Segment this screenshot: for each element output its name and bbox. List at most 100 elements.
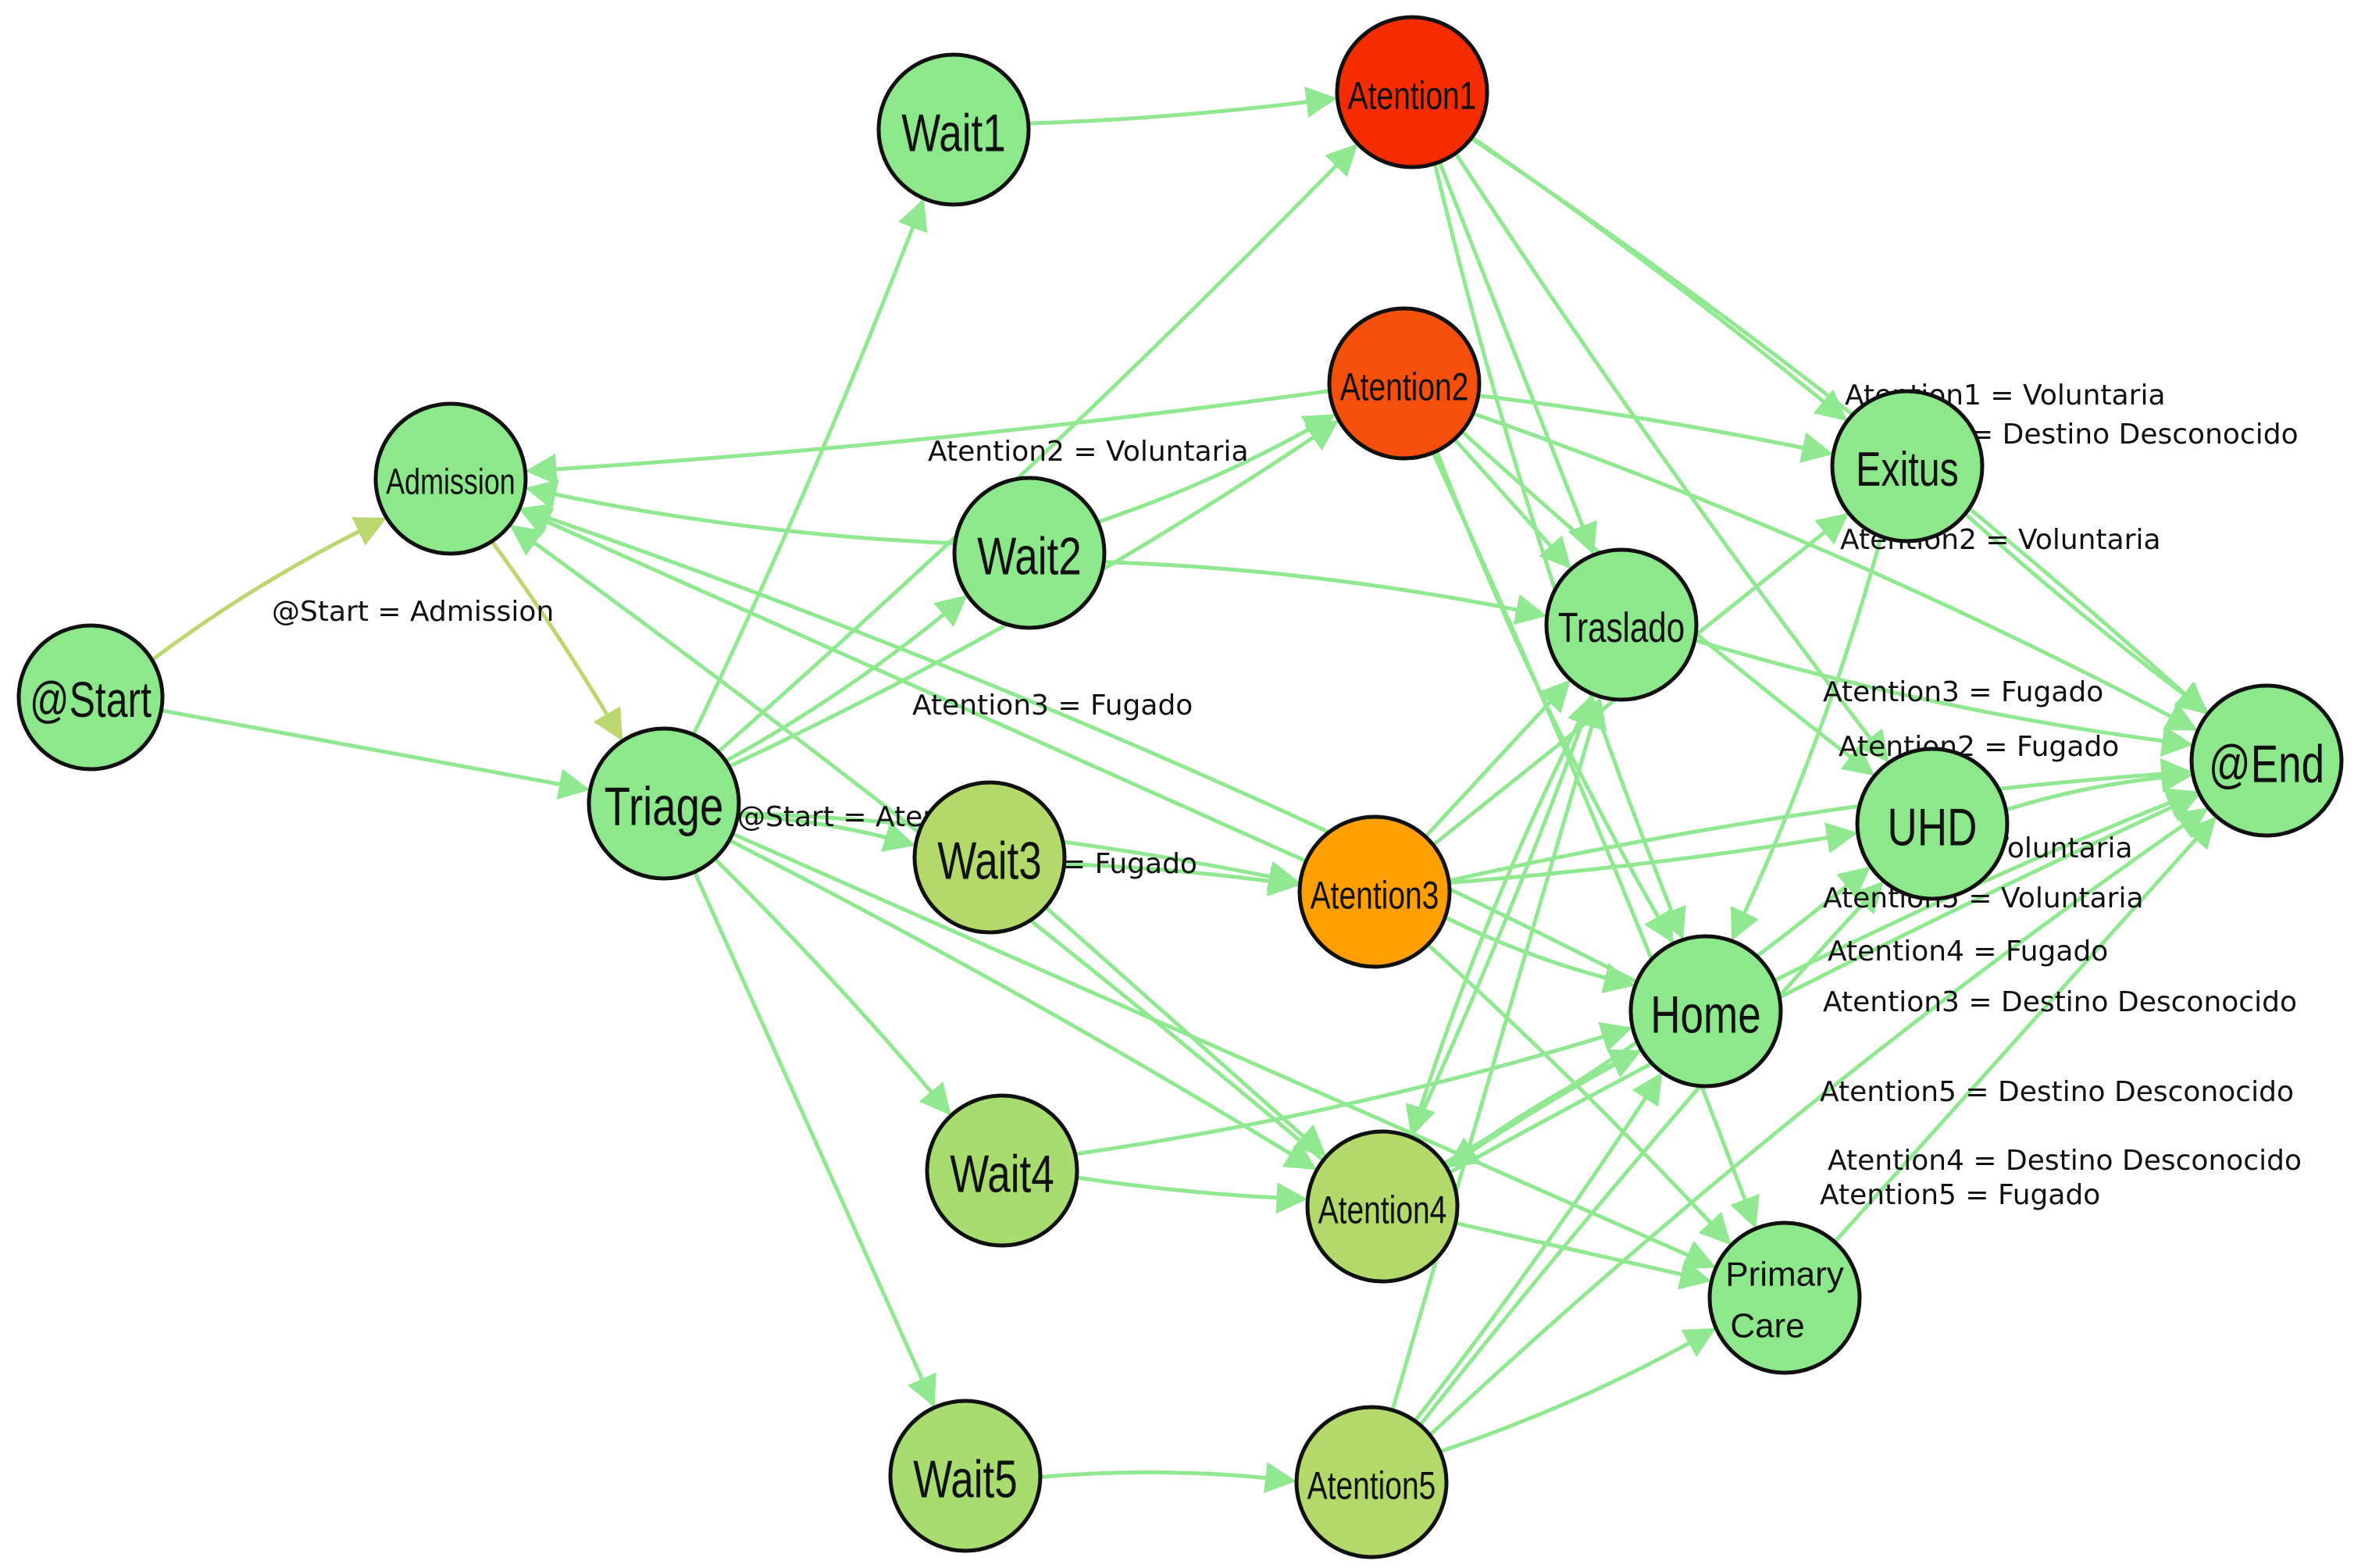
- edge-atention5-to-uhd: [1418, 881, 1884, 1427]
- edge-traslado-to-atention4: [1405, 693, 1595, 1138]
- edge-label: Atention4 = Fugado: [1828, 935, 2108, 968]
- edge-start-to-admission: [151, 517, 387, 662]
- node-end-label: @End: [2209, 734, 2324, 793]
- edge-triage-to-wait2: [724, 594, 968, 763]
- edge-atention4-to-primary: [1455, 1221, 1712, 1290]
- node-wait3-label: Wait3: [937, 831, 1042, 890]
- node-wait2[interactable]: Wait2: [952, 476, 1107, 630]
- edge-atention5-to-home: [1413, 1072, 1663, 1423]
- edge-traslado-to-end: [1694, 638, 2194, 757]
- node-atention4-circle: [1305, 1129, 1460, 1284]
- node-exitus[interactable]: Exitus: [1830, 389, 1985, 543]
- edge-atention2-to-admission: [525, 389, 1330, 485]
- edge-label: Atention3 = Fugado: [1823, 676, 2103, 708]
- edge-home-to-atention4: [1446, 1048, 1642, 1168]
- node-atention1-circle: [1335, 15, 1489, 169]
- node-home-label: Home: [1650, 985, 1760, 1044]
- edge-label: Atention5 = Destino Desconocido: [1820, 1076, 2294, 1108]
- edge-triage-to-atention1: [716, 144, 1358, 754]
- edge-wait2-to-atention2: [1097, 414, 1336, 524]
- node-atention5-circle: [1294, 1405, 1449, 1559]
- edge-wait4-to-home: [1075, 1021, 1633, 1156]
- node-exitus-label: Exitus: [1856, 442, 1959, 496]
- edge-atention1-to-traslado: [1437, 161, 1597, 555]
- edge-primary-to-end: [1833, 816, 2217, 1244]
- node-wait1-circle: [876, 52, 1031, 207]
- edge-atention2-to-primary: [1431, 451, 1760, 1229]
- edge-atention2-to-traslado: [1453, 437, 1571, 569]
- node-primary-label-line: Care: [1730, 1307, 1804, 1345]
- node-home[interactable]: Home: [1628, 934, 1783, 1089]
- node-atention1[interactable]: Atention1: [1335, 15, 1489, 169]
- edge-atention5-to-traslado: [1390, 697, 1607, 1411]
- edge-label: Atention4 = Destino Desconocido: [1828, 1145, 2302, 1177]
- node-atention3[interactable]: Atention3: [1297, 814, 1452, 969]
- edge-triage-to-wait5: [692, 871, 936, 1408]
- edge-triage-to-atention4: [728, 838, 1318, 1171]
- node-atention2-circle: [1327, 306, 1482, 461]
- edge-wait3-to-atention3: [1064, 862, 1300, 896]
- edge-triage-to-wait1: [691, 198, 928, 736]
- edge-label: Atention5 = Fugado: [1820, 1179, 2100, 1211]
- node-wait2-label: Wait2: [977, 526, 1082, 586]
- node-wait4[interactable]: Wait4: [925, 1093, 1079, 1248]
- edge-start-to-triage: [161, 708, 590, 800]
- node-uhd[interactable]: UHD: [1855, 747, 2010, 901]
- edge-atention3-to-end: [1448, 758, 2193, 883]
- node-atention3-circle: [1297, 814, 1452, 969]
- edge-atention5-to-primary: [1439, 1327, 1717, 1454]
- node-atention4[interactable]: Atention4: [1305, 1129, 1460, 1284]
- node-end-circle: [2189, 683, 2344, 838]
- node-admission[interactable]: Admission: [373, 401, 528, 556]
- node-traslado[interactable]: Traslado: [1544, 547, 1699, 702]
- edge-label: Voluntaria: [1990, 832, 2133, 864]
- node-atention2[interactable]: Atention2: [1327, 306, 1482, 461]
- node-start-circle: [16, 623, 165, 772]
- edge-triage-to-wait4: [713, 857, 951, 1116]
- edge-home-to-end: [1773, 788, 2199, 983]
- node-end[interactable]: @End: [2189, 683, 2344, 838]
- node-wait5[interactable]: Wait5: [888, 1399, 1043, 1553]
- node-atention4-label: Atention4: [1318, 1188, 1447, 1232]
- edges: [151, 86, 2217, 1494]
- edge-wait4-to-atention4: [1076, 1175, 1308, 1214]
- node-primary-circle: [1707, 1221, 1862, 1375]
- edge-atention1-to-end: [1470, 137, 2208, 715]
- node-wait4-circle: [925, 1093, 1079, 1248]
- node-primary[interactable]: PrimaryCarePrimary Care: [1707, 1221, 1862, 1375]
- edge-triage-to-wait3: [737, 814, 916, 852]
- node-wait4-label: Wait4: [950, 1144, 1054, 1203]
- node-primary-label-line: Primary: [1725, 1256, 1844, 1294]
- node-home-circle: [1628, 934, 1783, 1089]
- edge-atention3-to-home: [1444, 915, 1635, 994]
- node-wait5-label: Wait5: [913, 1449, 1018, 1509]
- node-wait3[interactable]: Wait3: [912, 780, 1067, 935]
- node-traslado-circle: [1544, 547, 1699, 702]
- edge-atention2-to-exitus: [1478, 394, 1834, 463]
- node-triage[interactable]: Triage: [587, 726, 741, 881]
- edge-atention1-to-exitus: [1471, 135, 1848, 422]
- node-atention2-label: Atention2: [1340, 365, 1469, 409]
- edge-label: @Start = Admission: [272, 596, 554, 628]
- node-atention5[interactable]: Atention5: [1294, 1405, 1449, 1559]
- node-atention3-label: Atention3: [1311, 873, 1439, 918]
- edge-label: Atention2 = Fugado: [1839, 731, 2119, 763]
- node-triage-label: Triage: [605, 776, 724, 837]
- edge-label: Atention3 = Fugado: [912, 690, 1193, 722]
- edge-wait1-to-atention1: [1028, 86, 1338, 126]
- node-exitus-circle: [1830, 389, 1985, 543]
- edge-atention2-to-end: [1472, 412, 2198, 732]
- edge-triage-to-primary: [731, 832, 1717, 1270]
- node-uhd-circle: [1855, 747, 2010, 901]
- node-wait1[interactable]: Wait1: [876, 52, 1031, 207]
- node-start[interactable]: @Start: [16, 623, 165, 772]
- edge-atention1-to-home: [1432, 162, 1686, 940]
- node-wait2-circle: [952, 476, 1107, 630]
- node-admission-circle: [373, 401, 528, 556]
- edge-atention3-to-admission: [519, 508, 1307, 864]
- node-atention5-label: Atention5: [1307, 1463, 1436, 1508]
- node-atention1-label: Atention1: [1348, 73, 1477, 118]
- node-admission-label: Admission: [386, 461, 515, 501]
